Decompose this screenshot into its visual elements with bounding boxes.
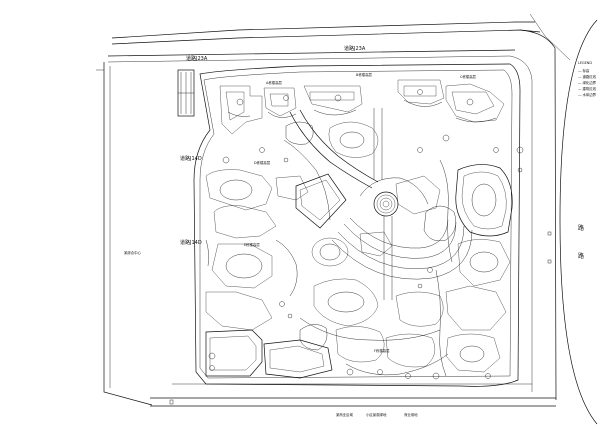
building-label-c: C栋楼高层	[460, 74, 477, 79]
bottom-label-1: 某商业区域	[336, 412, 354, 417]
central-plaza	[331, 175, 473, 300]
legend: LEGEND — 标高 — 道路红线 — 绿化边界 — 建筑红线 — 水体边界	[578, 61, 597, 97]
building-label-e: E栋楼高层	[244, 242, 260, 247]
inner-perimeter	[193, 63, 521, 387]
right-road-char-1: 路	[578, 224, 584, 232]
tennis-court	[177, 69, 195, 117]
right-buildings	[435, 159, 513, 377]
legend-title: LEGEND	[578, 61, 592, 65]
legend-item-1: — 标高	[578, 68, 590, 73]
bottom-label-3: 商业用地	[404, 412, 418, 417]
top-buildings	[219, 79, 505, 135]
left-annotation: 某综合中心	[124, 250, 142, 255]
central-walkway	[283, 108, 383, 221]
road-label-top-left: 道路J23A	[186, 55, 208, 62]
road-markers	[96, 69, 552, 405]
legend-item-3: — 绿化边界	[578, 80, 597, 85]
bottom-labels: 某商业区域 小区景观绿地 商业用地	[336, 412, 418, 417]
right-road-chars: 路 路	[578, 224, 584, 260]
legend-item-5: — 水体边界	[578, 92, 597, 97]
road-label-left-upper: 道路J14D	[180, 155, 202, 162]
landscape-trees	[222, 134, 524, 380]
road-label-left-lower: 道路J14D	[180, 239, 202, 246]
left-buildings	[205, 169, 349, 331]
pond-features	[285, 121, 456, 351]
legend-item-2: — 道路红线	[578, 74, 597, 79]
building-label-b: B栋楼高层	[356, 72, 372, 77]
right-road-char-2: 路	[578, 252, 584, 260]
building-label-f: F栋楼高层	[374, 348, 390, 353]
road-label-top: 道路J23A	[344, 45, 366, 52]
bottom-label-2: 小区景观绿地	[366, 412, 387, 417]
bottom-left-buildings	[205, 329, 333, 379]
building-label-d: D栋楼高层	[254, 160, 271, 165]
road-labels: 道路J23A 道路J23A 道路J14D 道路J14D	[180, 45, 366, 246]
building-label-a: A栋楼高层	[266, 80, 282, 85]
legend-item-4: — 建筑红线	[578, 86, 597, 91]
building-labels: A栋楼高层 B栋楼高层 C栋楼高层 D栋楼高层 E栋楼高层 F栋楼高层	[244, 72, 477, 353]
bottom-center-buildings	[299, 278, 449, 376]
